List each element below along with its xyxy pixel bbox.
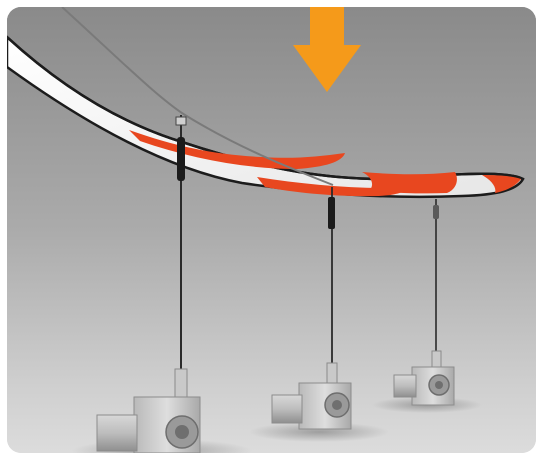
wing-test-illustration [7,7,536,453]
backdrop [7,7,536,453]
load-cell [328,197,335,229]
illustration-frame [7,7,536,453]
load-cell [433,205,439,219]
load-cell [177,137,185,181]
wing-stripe [362,172,457,193]
